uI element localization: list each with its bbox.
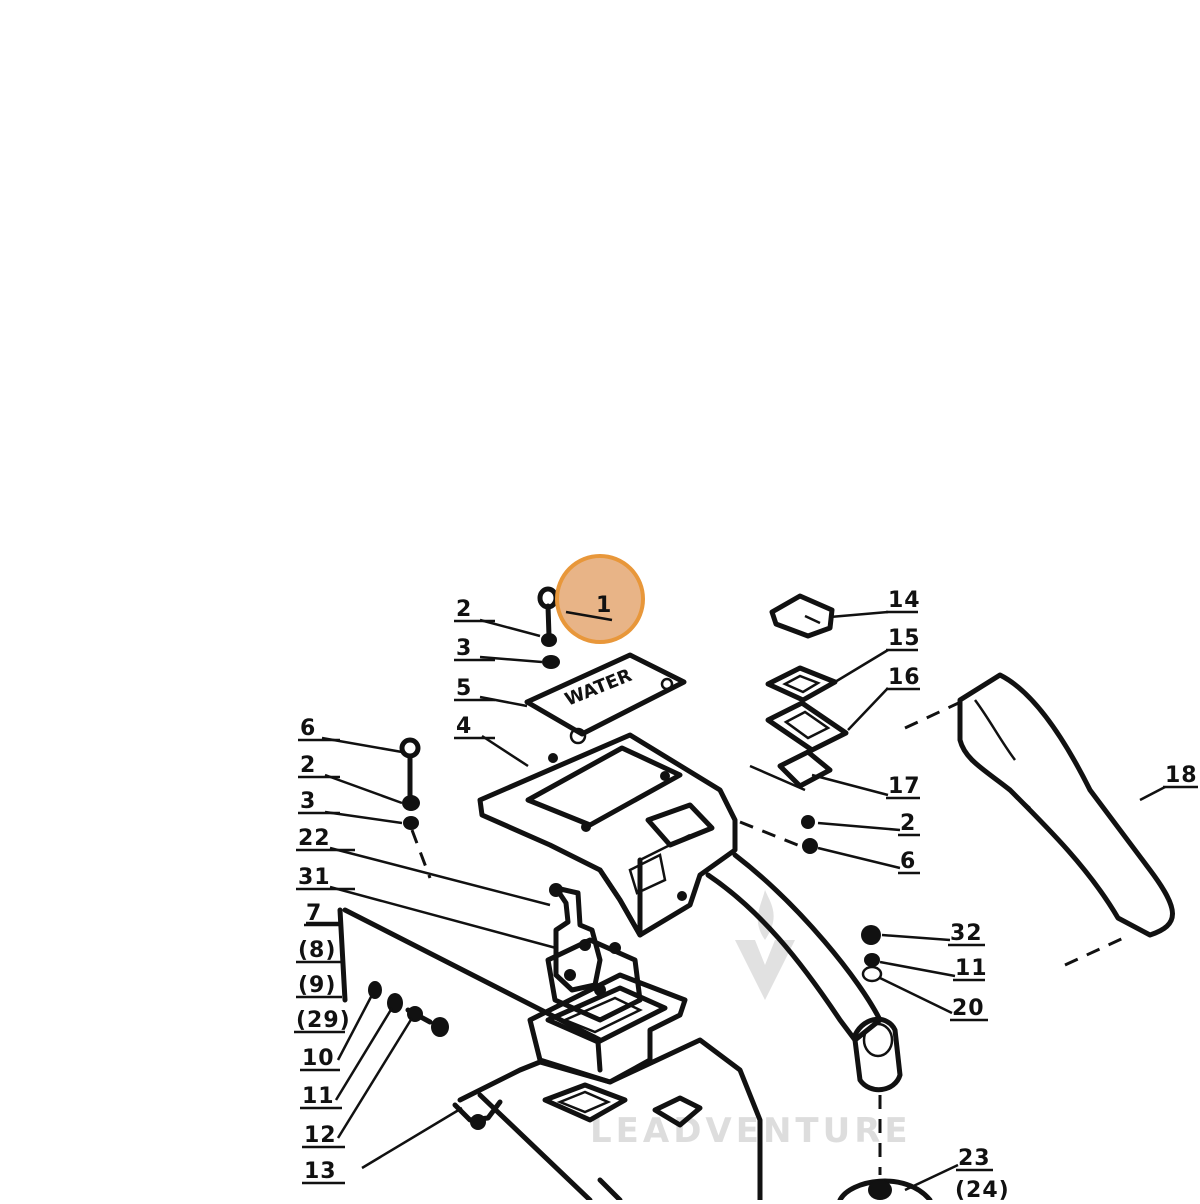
callout-label: (8) — [298, 938, 336, 963]
leader-line — [811, 773, 889, 797]
pivot-arm — [705, 852, 903, 1092]
part-11-washer — [864, 953, 880, 967]
callout-label: 3 — [456, 636, 472, 661]
watermark-text: LEADVENTURE — [590, 1111, 912, 1151]
callout-label: 12 — [304, 1123, 337, 1148]
part-3-washer-left — [403, 816, 419, 830]
leader-line — [834, 648, 889, 684]
part-6-nut-right — [802, 838, 818, 854]
callout-label: 6 — [900, 849, 916, 874]
leader-line — [565, 610, 613, 622]
fastener-stack-left — [368, 981, 449, 1037]
part-17-cam — [749, 749, 833, 792]
leader-line — [329, 885, 557, 950]
callout-label: 3 — [300, 789, 316, 814]
part-22-bracket — [549, 883, 621, 993]
leader-line — [324, 773, 403, 805]
leader-line — [817, 821, 901, 832]
leader-line — [336, 1017, 414, 1139]
callout-labels: 1235462322317(8)(9)(29)10111213141516172… — [294, 588, 1198, 1204]
callout-label: (9) — [298, 973, 336, 998]
leader-line — [479, 618, 541, 638]
callout-label: 20 — [952, 996, 985, 1021]
callout-label: 13 — [304, 1159, 337, 1184]
callout-label: (24) — [955, 1178, 1010, 1200]
part-20-ring — [861, 965, 883, 983]
leader-line — [1139, 785, 1166, 802]
leader-line — [817, 846, 901, 870]
callout-label: 18 — [1165, 763, 1198, 788]
callout-label: 2 — [900, 811, 916, 836]
callout-label: 4 — [456, 714, 472, 739]
callout-label: 11 — [302, 1084, 335, 1109]
highlighted-callout-1[interactable] — [555, 554, 645, 644]
callout-label: 14 — [888, 588, 921, 613]
part-32-cap — [861, 925, 881, 945]
part-18-handle — [957, 672, 1175, 938]
callout-label: 15 — [888, 626, 921, 651]
callout-label: 32 — [950, 921, 983, 946]
part-6-screw-left — [399, 737, 421, 798]
callout-label: 5 — [456, 676, 472, 701]
part-23-base — [837, 1178, 933, 1203]
leader-line — [336, 994, 374, 1061]
highlight-circle[interactable] — [555, 554, 645, 644]
part-15-plate — [765, 665, 838, 703]
callout-label: 16 — [888, 665, 921, 690]
lower-base-housing — [337, 907, 763, 1203]
leader-line — [481, 734, 529, 768]
watermark: LEADVENTURE — [590, 890, 912, 1151]
callout-label: 6 — [300, 716, 316, 741]
leader-line — [334, 1007, 394, 1101]
leader-line — [361, 1106, 463, 1170]
part-3-washer — [542, 655, 560, 669]
callout-label: 7 — [306, 901, 322, 926]
callout-label: 22 — [298, 826, 331, 851]
leader-line — [479, 655, 543, 664]
part-14-switch-knob — [769, 593, 835, 639]
leader-line — [879, 976, 953, 1015]
callout-label: 10 — [302, 1046, 335, 1071]
leader-line — [479, 695, 528, 708]
part-16-bracket — [765, 700, 849, 753]
leader-line — [881, 933, 951, 942]
part-1-screw — [537, 586, 559, 639]
leader-line — [329, 846, 551, 907]
part-2-washer-left — [402, 795, 420, 811]
callout-label: 11 — [955, 956, 988, 981]
callout-label: (29) — [296, 1008, 351, 1033]
part-2-washer-right — [801, 815, 815, 829]
callout-label: 17 — [888, 774, 921, 799]
callout-label: 2 — [300, 753, 316, 778]
leader-line — [879, 960, 956, 978]
part-2-washer — [541, 633, 557, 647]
callout-label: 31 — [298, 865, 331, 890]
callout-label: 23 — [958, 1146, 991, 1171]
assembly-axis-lines — [410, 698, 1131, 1175]
leader-line — [829, 610, 889, 619]
callout-label: 2 — [456, 597, 472, 622]
watermark-logo-icon — [735, 940, 795, 1000]
part-4-housing — [477, 732, 738, 938]
leader-line — [847, 687, 889, 731]
leader-line — [904, 1163, 959, 1192]
callout-label: 1 — [596, 593, 612, 618]
